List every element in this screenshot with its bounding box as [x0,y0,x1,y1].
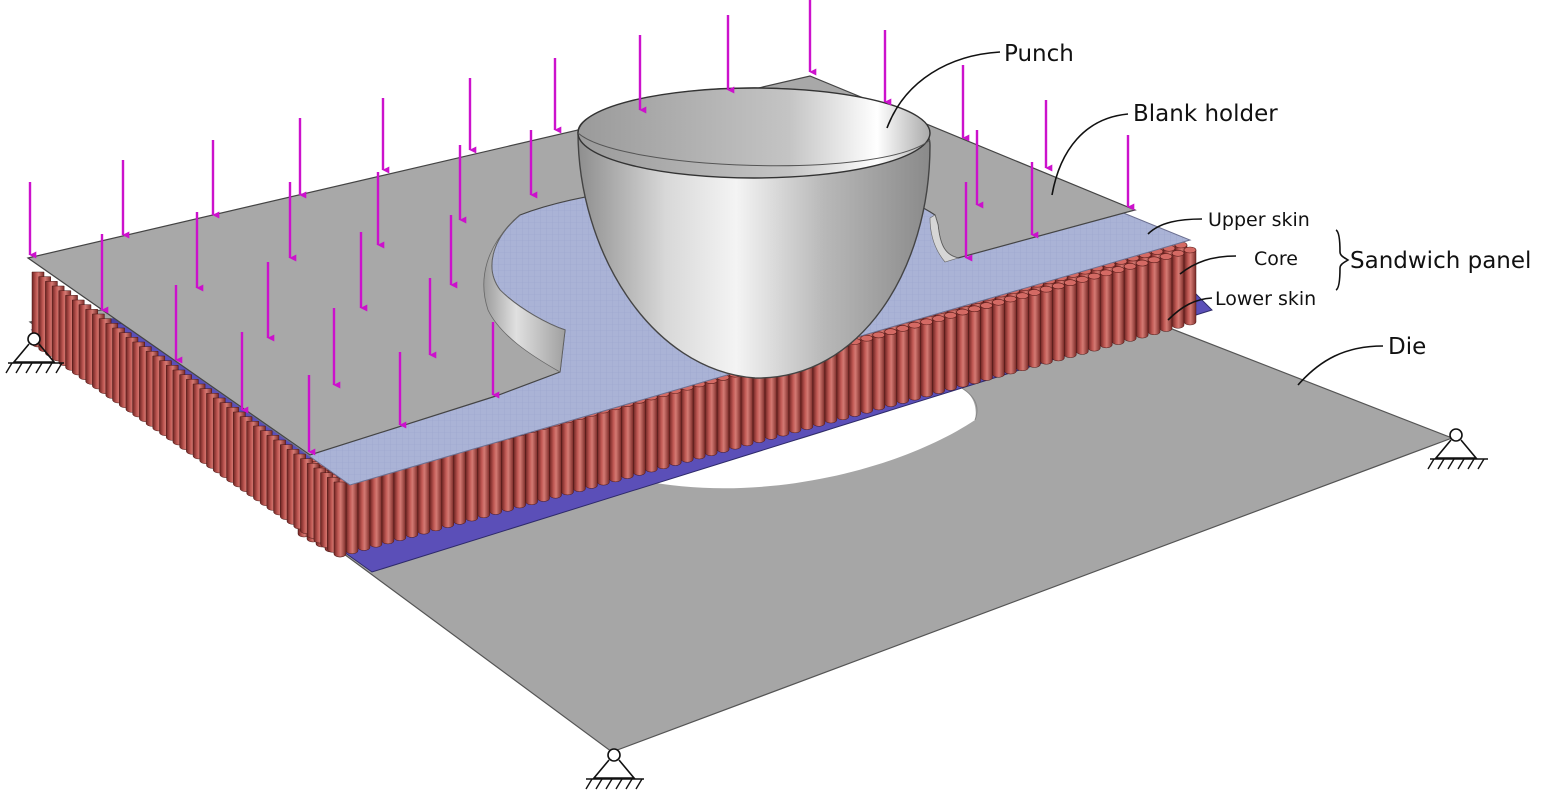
leader-blank-holder [1051,113,1129,196]
label-die: Die [1388,334,1426,360]
core-cell [1159,253,1173,332]
pinned-support-icon [1427,428,1488,470]
support-left [5,332,64,374]
core-cell [1171,249,1185,329]
pinned-support-icon [585,748,644,790]
core-cell [489,436,502,515]
core-cell [501,432,514,512]
core-cell [465,442,478,522]
core-cell [704,377,718,456]
core-cell [381,465,395,545]
core-cell [956,308,969,388]
core-cell [417,455,431,535]
core-cell [609,403,622,483]
core-cell [525,426,538,505]
core-cell [836,341,850,421]
core-cell [513,429,526,509]
core-cell [656,390,670,470]
core-cell [872,331,886,411]
sandwich-brace [1335,229,1350,291]
core-cell [477,439,490,519]
punch [577,87,931,379]
core-cell [1004,295,1017,375]
core-cell [740,367,754,447]
label-upper-skin: Upper skin [1208,209,1310,231]
core-cell [1183,246,1197,326]
core-cell [884,328,898,407]
leader-die [1297,345,1384,386]
core-cell [632,397,646,476]
leader-core [1179,255,1237,275]
core-cell [728,370,742,450]
core-cell [1087,272,1101,352]
core-cell [944,312,957,391]
core-cell [405,459,419,538]
core-cell [393,462,407,541]
core-cell [1028,289,1041,368]
leader-lines [886,51,1384,386]
label-core: Core [1254,248,1298,270]
core-cell [896,325,909,404]
core-cell [920,318,933,398]
core-cell [597,406,610,486]
core-cell [1040,285,1053,365]
core-cell [716,374,730,453]
core-cell [692,380,706,460]
core-cell [968,305,981,385]
core-cell [573,413,586,492]
leader-upper-skin [1147,218,1203,235]
pinned-support-icon [5,332,64,374]
core-cell [1147,256,1161,336]
core-cell [585,410,598,489]
label-sandwich-panel: Sandwich panel [1350,248,1531,274]
core-cell [644,393,658,473]
support-bottom [585,748,644,790]
core-cell [932,315,945,394]
label-punch: Punch [1004,41,1074,67]
core-cell [1099,269,1113,349]
core-cell [860,334,874,414]
core-cell [333,481,347,558]
core-cell [369,468,383,548]
core-cell [980,302,993,381]
core-cell [441,449,455,528]
core-cell [1063,279,1077,358]
leader-lower-skin [1167,297,1213,321]
core-cell [453,446,467,525]
core-cell [848,338,862,417]
support-right [1427,428,1488,470]
core-cell [1052,282,1065,362]
core-cell [668,387,682,466]
core-cell [908,321,921,401]
core-cell [1123,263,1137,342]
leader-punch [886,51,1001,129]
core-cell [549,419,562,499]
core-cell [621,400,634,479]
core-cell [357,472,371,551]
label-blank-holder: Blank holder [1133,101,1278,127]
pressure-arrows [28,0,1135,456]
core-cell [429,452,443,532]
core-cell [992,298,1005,378]
core-cell [1135,259,1149,339]
core-cell [1016,292,1029,371]
label-lower-skin: Lower skin [1215,288,1316,310]
core-cell [1075,276,1089,355]
core-cell [537,423,550,502]
core-cell [561,416,574,496]
core-cell [345,475,359,554]
core-cell [1111,266,1125,345]
labels: Punch Blank holder Upper skin Core Lower… [1004,41,1531,360]
core-cell [680,383,694,463]
